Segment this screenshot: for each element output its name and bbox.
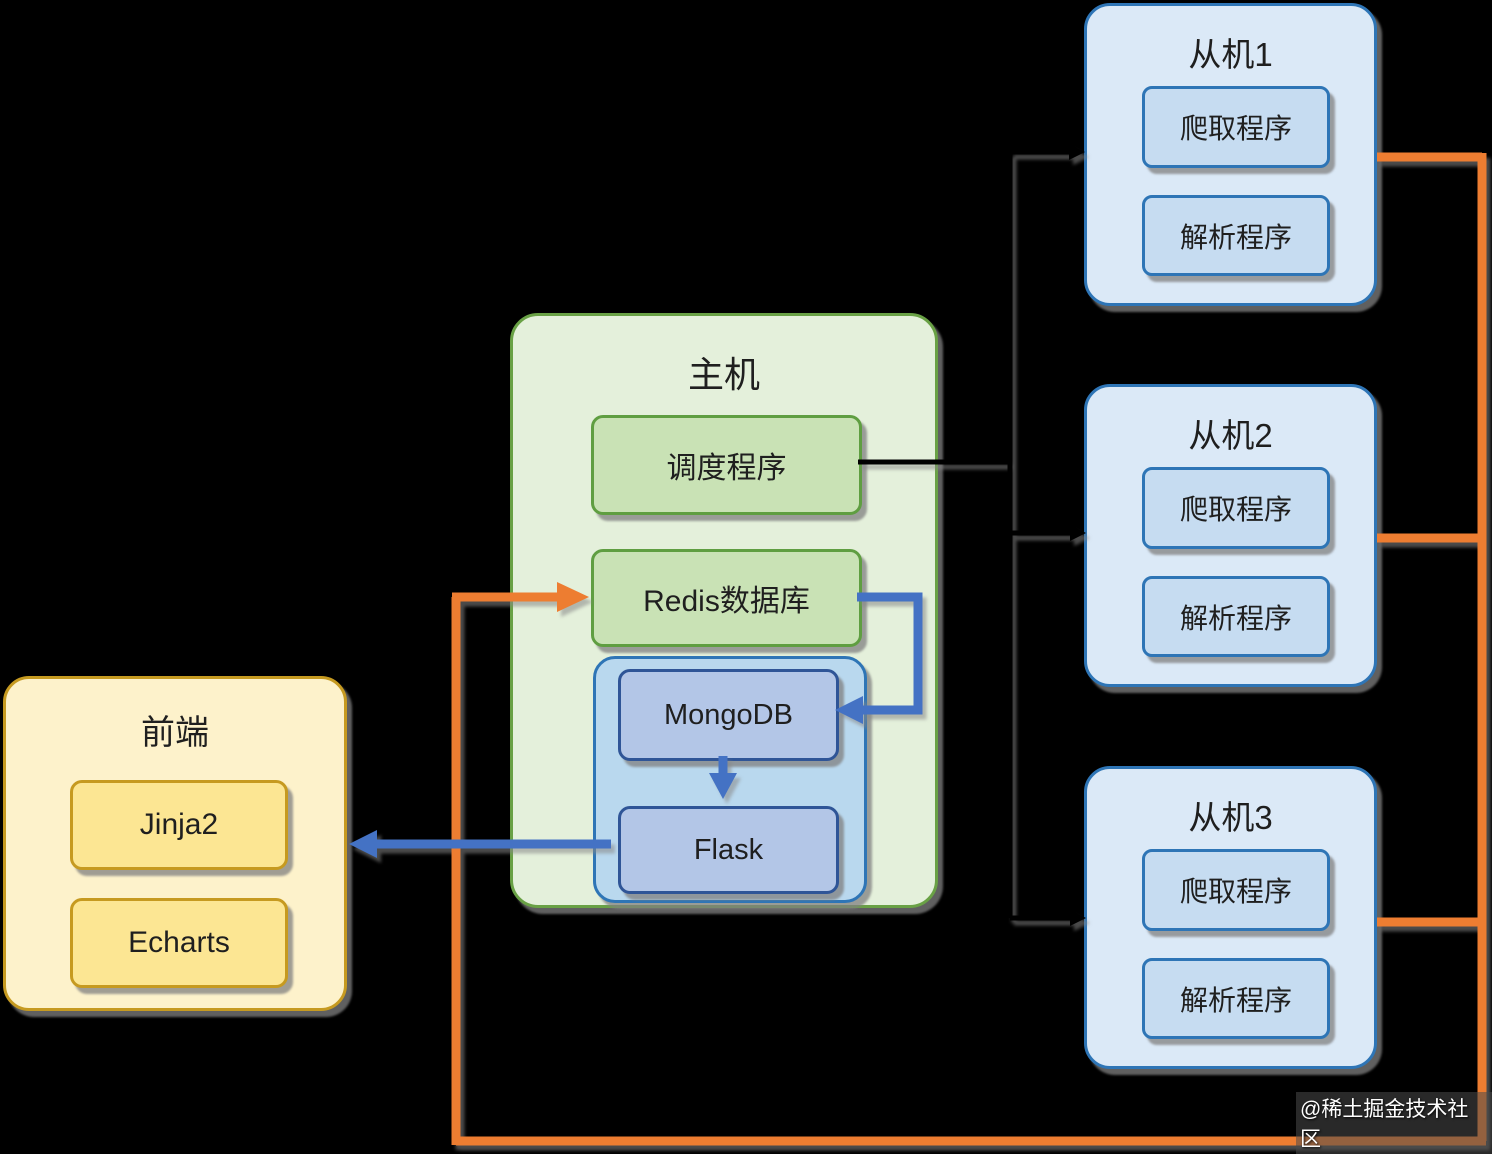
- arrowhead-into-slave-1: [1069, 144, 1085, 160]
- echarts-node: Echarts: [70, 898, 288, 988]
- slave-3-crawler-node: 爬取程序: [1142, 849, 1330, 931]
- flask-node: Flask: [618, 806, 839, 894]
- slave-1-title: 从机1: [1188, 36, 1273, 73]
- redis-database-label: Redis数据库: [643, 585, 810, 618]
- scheduler-label: 调度程序: [666, 452, 787, 485]
- slave-3-parser-node: 解析程序: [1142, 958, 1330, 1039]
- slave-2-crawler-node: 爬取程序: [1142, 467, 1330, 549]
- slave-3-group: 从机3 爬取程序 解析程序: [1084, 766, 1377, 1069]
- master-host-group: 主机 调度程序 Redis数据库 MongoDB Flask: [510, 313, 938, 908]
- redis-database-node: Redis数据库: [591, 549, 862, 647]
- slave-2-group: 从机2 爬取程序 解析程序: [1084, 384, 1377, 687]
- slave-1-group: 从机1 爬取程序 解析程序: [1084, 3, 1377, 306]
- slave-1-crawler-label: 爬取程序: [1179, 113, 1292, 144]
- storage-group: MongoDB Flask: [593, 656, 867, 903]
- master-host-title: 主机: [687, 354, 760, 395]
- jinja2-node: Jinja2: [70, 780, 288, 870]
- scheduler-node: 调度程序: [591, 415, 862, 515]
- slave-2-crawler-label: 爬取程序: [1179, 494, 1292, 525]
- slave-2-parser-label: 解析程序: [1179, 602, 1292, 634]
- flask-label: Flask: [693, 833, 764, 866]
- slave-3-parser-label: 解析程序: [1179, 984, 1292, 1016]
- frontend-group: 前端 Jinja2 Echarts: [3, 676, 347, 1011]
- slave-2-title: 从机2: [1188, 417, 1273, 454]
- arrowhead-into-frontend: [349, 830, 377, 858]
- mongodb-node: MongoDB: [618, 669, 839, 761]
- slave-1-parser-label: 解析程序: [1179, 221, 1292, 253]
- slave-1-crawler-node: 爬取程序: [1142, 86, 1330, 168]
- watermark: @稀土掘金技术社区: [1296, 1092, 1492, 1154]
- frontend-title: 前端: [141, 714, 209, 752]
- mongodb-label: MongoDB: [664, 698, 793, 731]
- jinja2-label: Jinja2: [139, 808, 219, 841]
- echarts-label: Echarts: [128, 926, 230, 959]
- slave-1-parser-node: 解析程序: [1142, 195, 1330, 276]
- slave-3-crawler-label: 爬取程序: [1179, 876, 1292, 907]
- slave-3-title: 从机3: [1188, 799, 1273, 836]
- slave-2-parser-node: 解析程序: [1142, 576, 1330, 657]
